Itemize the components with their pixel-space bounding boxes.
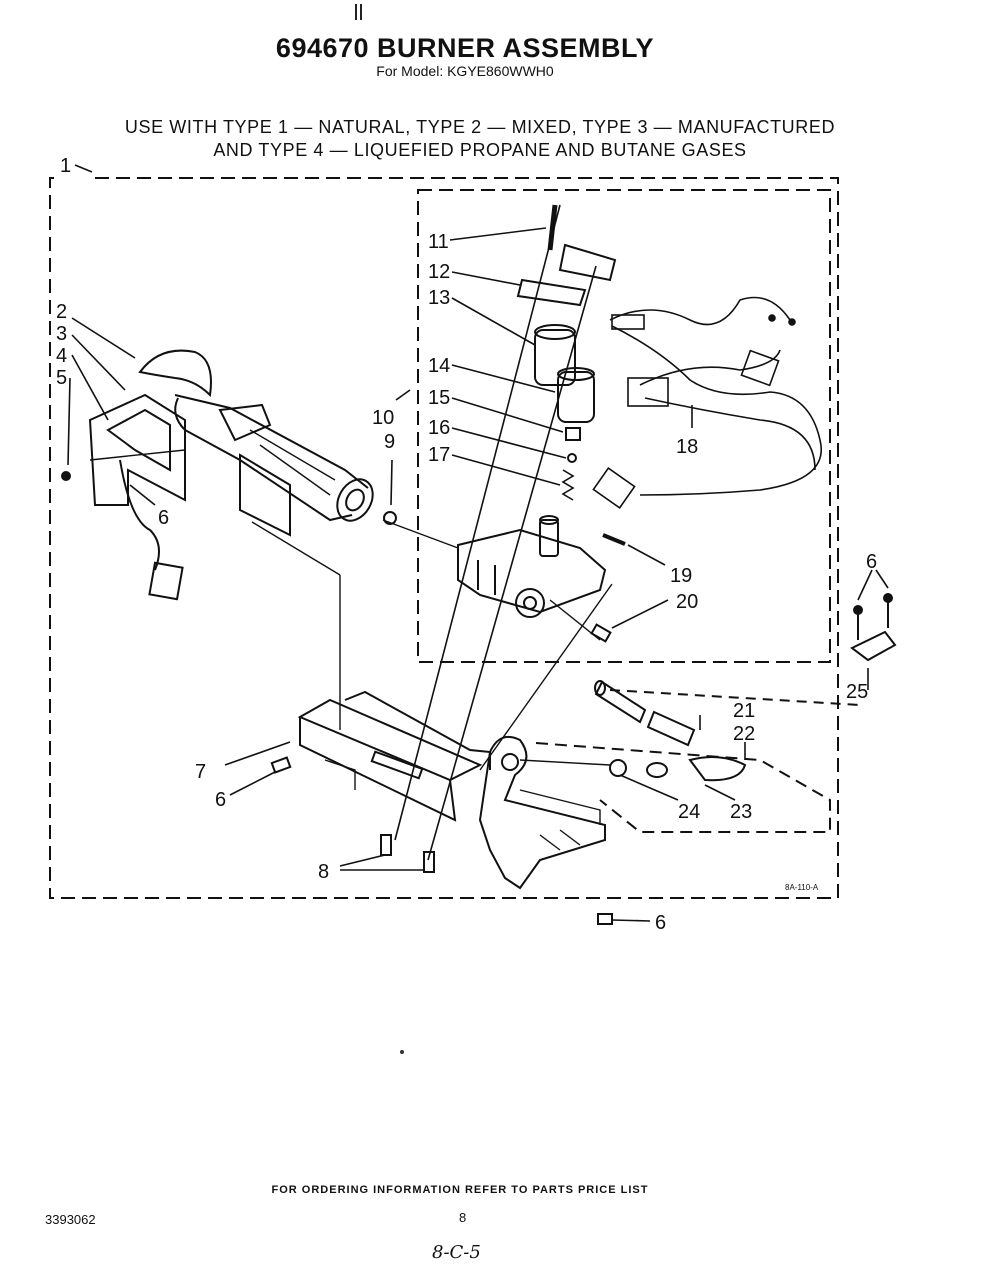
valve-coils: [534, 324, 595, 423]
callout-4: 4: [56, 345, 67, 367]
callout-14: 14: [428, 355, 450, 377]
callout-5: 5: [56, 367, 67, 389]
document-number: 3393062: [45, 1212, 96, 1227]
model-line: For Model: KGYE860WWH0: [376, 63, 554, 79]
callout-6-right: 6: [866, 551, 877, 573]
coil-cover: [558, 243, 617, 282]
nut-9: [383, 511, 397, 525]
screw-11: [547, 204, 558, 251]
ordering-note: FOR ORDERING INFORMATION REFER TO PARTS …: [271, 1184, 649, 1196]
callout-15: 15: [428, 387, 450, 409]
callout-1: 1: [60, 155, 71, 177]
callout-10: 10: [372, 407, 394, 429]
callout-7: 7: [195, 761, 206, 783]
screw-axis-line: [394, 204, 561, 841]
page-number: 8: [459, 1210, 467, 1225]
callout-13: 13: [428, 287, 450, 309]
guide-line: [519, 759, 611, 766]
callout-17: 17: [428, 444, 450, 466]
callout-12: 12: [428, 261, 450, 283]
callout-25: 25: [846, 681, 868, 703]
screw-8-a: [380, 834, 392, 856]
screw-20: [590, 623, 612, 643]
callout-21: 21: [733, 700, 755, 722]
callout-2: 2: [56, 301, 67, 323]
usage-line-2: AND TYPE 4 — LIQUEFIED PROPANE AND BUTAN…: [213, 140, 747, 160]
callout-19: 19: [670, 565, 692, 587]
screw-6-left: [270, 756, 292, 774]
base-bracket: [478, 736, 606, 890]
callout-3: 3: [56, 323, 67, 345]
callout-6-left: 6: [215, 789, 226, 811]
callout-18: 18: [676, 436, 698, 458]
side-bracket: [850, 593, 897, 662]
part-16: [567, 453, 577, 463]
guide-line: [382, 519, 459, 549]
handwritten-note: 8-C-5: [432, 1242, 481, 1263]
igniter-bracket: [61, 393, 186, 601]
screw-8-b: [423, 851, 435, 873]
screw-6-bottom: [597, 913, 613, 925]
part-15: [565, 427, 581, 441]
callout-23: 23: [730, 801, 752, 823]
orifice-group-boundary: [535, 742, 831, 833]
leader-lines: [67, 164, 889, 922]
guide-line: [251, 521, 341, 576]
callout-8: 8: [318, 861, 329, 883]
callout-22: 22: [733, 723, 755, 745]
coil-retainer-plate: [516, 278, 587, 307]
assembly-boundary: [49, 177, 839, 899]
callout-9: 9: [384, 431, 395, 453]
heat-shield-plate: [239, 453, 291, 537]
callout-labels: 1 2 3 4 5 6 6 6 6 7 8 9 10 11 12 13 14 1…: [56, 155, 877, 934]
callout-20: 20: [676, 591, 698, 613]
screw-axis-line-2: [427, 265, 597, 861]
usage-line-1: USE WITH TYPE 1 — NATURAL, TYPE 2 — MIXE…: [124, 117, 836, 137]
valve-subassembly-boundary: [417, 189, 831, 663]
drawing-code: 8A-110-A: [785, 883, 819, 892]
callout-11: 11: [428, 231, 449, 253]
wire-harness: [592, 296, 822, 509]
speck-mark: [400, 1050, 404, 1054]
valve-link-dashed: [609, 689, 861, 706]
screw-19: [602, 533, 626, 546]
mounting-bracket: [297, 690, 491, 822]
orifice-parts: [594, 680, 747, 782]
callout-6-bottom: 6: [655, 912, 666, 934]
gas-valve-body: [457, 515, 607, 618]
callout-24: 24: [678, 801, 700, 823]
spring-17: [561, 469, 575, 501]
page-title: 694670 BURNER ASSEMBLY: [275, 33, 655, 63]
top-tick-mark: [355, 4, 362, 20]
callout-6-upper: 6: [158, 507, 169, 529]
callout-16: 16: [428, 417, 450, 439]
guide-line: [479, 583, 613, 771]
burner-tube: [138, 349, 374, 522]
